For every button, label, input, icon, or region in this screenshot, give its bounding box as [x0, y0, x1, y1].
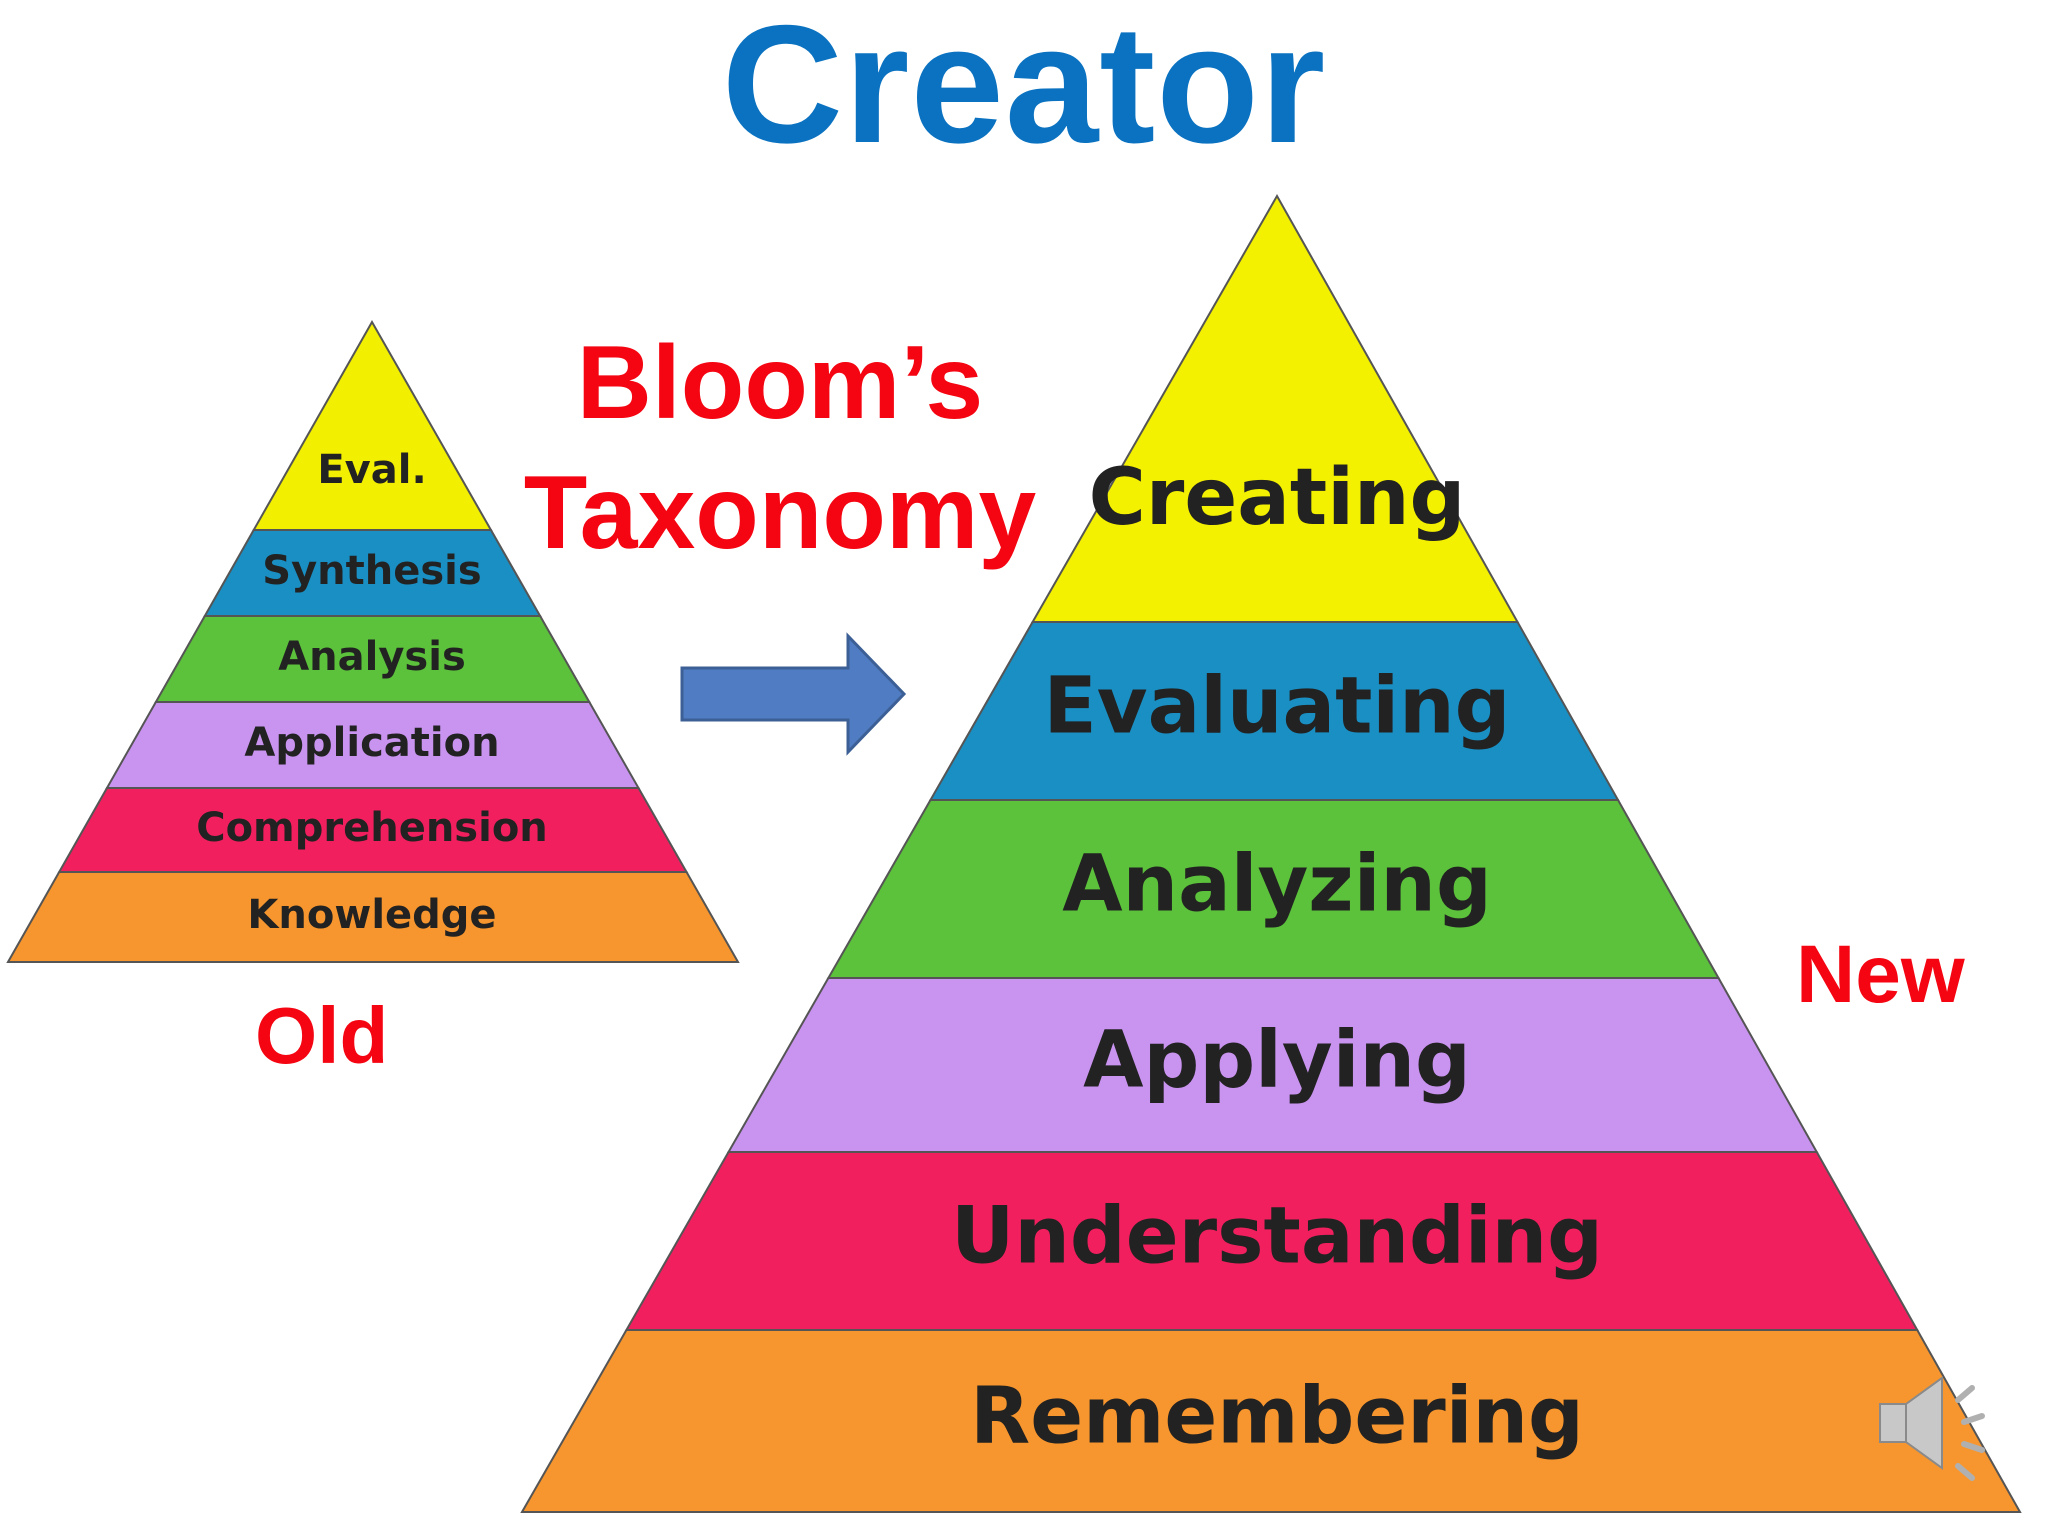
slide-title: Creator: [721, 0, 1327, 178]
old-band-knowledge: [6, 871, 740, 963]
old-label-knowledge: Knowledge: [247, 892, 496, 938]
center-heading-line1: Bloom’s: [576, 325, 984, 441]
new-band-remembering: [520, 1329, 2022, 1513]
new-pyramid: CreatingEvaluatingAnalyzingApplyingUnder…: [520, 193, 2022, 1513]
center-heading: Bloom’s Taxonomy: [520, 318, 1040, 578]
old-label-application: Application: [244, 720, 499, 766]
right-arrow-icon: [680, 632, 907, 756]
speaker-icon[interactable]: [1879, 1376, 1985, 1481]
old-label-synthesis: Synthesis: [262, 548, 481, 594]
new-band-creating: [1030, 193, 1520, 623]
old-band-eval: [251, 319, 493, 531]
new-label: New: [1796, 929, 1965, 1020]
new-label-applying: Applying: [1083, 1015, 1471, 1105]
old-label-eval: Eval.: [317, 447, 426, 493]
old-label-analysis: Analysis: [278, 634, 466, 680]
old-label: Old: [255, 991, 389, 1080]
center-heading-line2: Taxonomy: [523, 455, 1037, 571]
new-label-evaluating: Evaluating: [1043, 661, 1510, 751]
new-label-remembering: Remembering: [970, 1371, 1584, 1461]
new-label-understanding: Understanding: [951, 1191, 1603, 1281]
old-label-comprehension: Comprehension: [196, 805, 548, 851]
new-label-creating: Creating: [1089, 453, 1466, 543]
old-pyramid: Eval. SynthesisAnalysisApplicationCompreh…: [6, 319, 740, 963]
new-label-analyzing: Analyzing: [1062, 839, 1492, 929]
